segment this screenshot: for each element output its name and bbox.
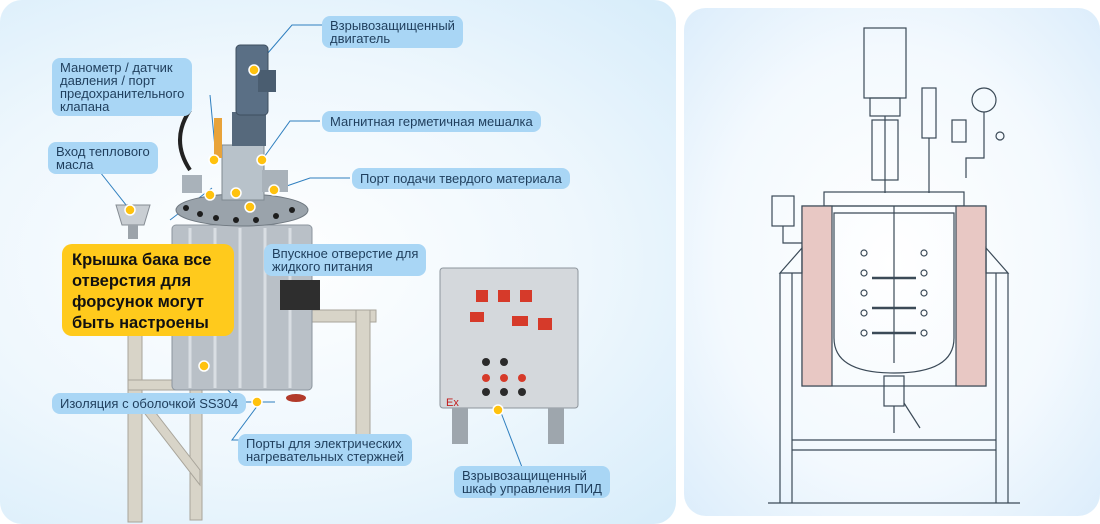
lid-nozzle-highlight: Крышка бака все отверстия для форсунок м… bbox=[62, 244, 234, 336]
callout-heater-ports: Порты для электрических нагревательных с… bbox=[238, 434, 413, 466]
pid-cabinet bbox=[439, 267, 579, 409]
schematic-motor bbox=[863, 27, 907, 99]
callout-heat-oil: Вход теплового масла bbox=[48, 142, 158, 174]
photo-panel: Взрывозащищенный двигатель Манометр / да… bbox=[0, 0, 676, 524]
reactor-schematic bbox=[768, 27, 1020, 504]
callout-insulation: Изоляция с оболочкой SS304 bbox=[52, 393, 247, 414]
ex-mark: Ex bbox=[446, 397, 459, 409]
callout-markers bbox=[124, 64, 504, 416]
callout-mixer: Магнитная герметичная мешалка bbox=[322, 111, 541, 132]
callout-cabinet: Взрывозащищенный шкаф управления ПИД bbox=[454, 466, 610, 498]
callout-motor: Взрывозащищенный двигатель bbox=[322, 16, 463, 48]
schematic-panel bbox=[684, 8, 1100, 516]
callout-liquid-inlet: Впускное отверстие для жидкого питания bbox=[264, 244, 427, 276]
schematic-gauge bbox=[971, 87, 997, 113]
callout-manometer: Манометр / датчик давления / порт предох… bbox=[52, 58, 193, 116]
callout-solid-port: Порт подачи твердого материала bbox=[352, 168, 570, 189]
schematic-lid bbox=[823, 191, 965, 207]
schematic-vessel bbox=[833, 212, 955, 374]
